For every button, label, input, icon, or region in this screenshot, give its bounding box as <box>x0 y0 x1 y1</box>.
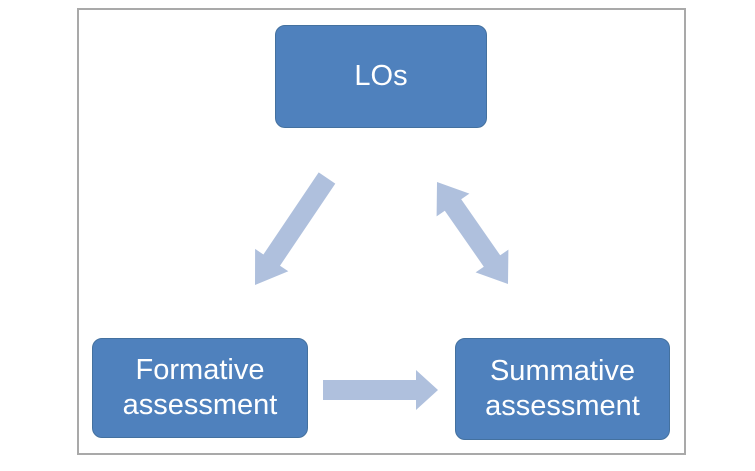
node-formative-assessment: Formative assessment <box>92 338 308 438</box>
node-los: LOs <box>275 25 487 128</box>
node-summative-assessment: Summative assessment <box>455 338 670 440</box>
